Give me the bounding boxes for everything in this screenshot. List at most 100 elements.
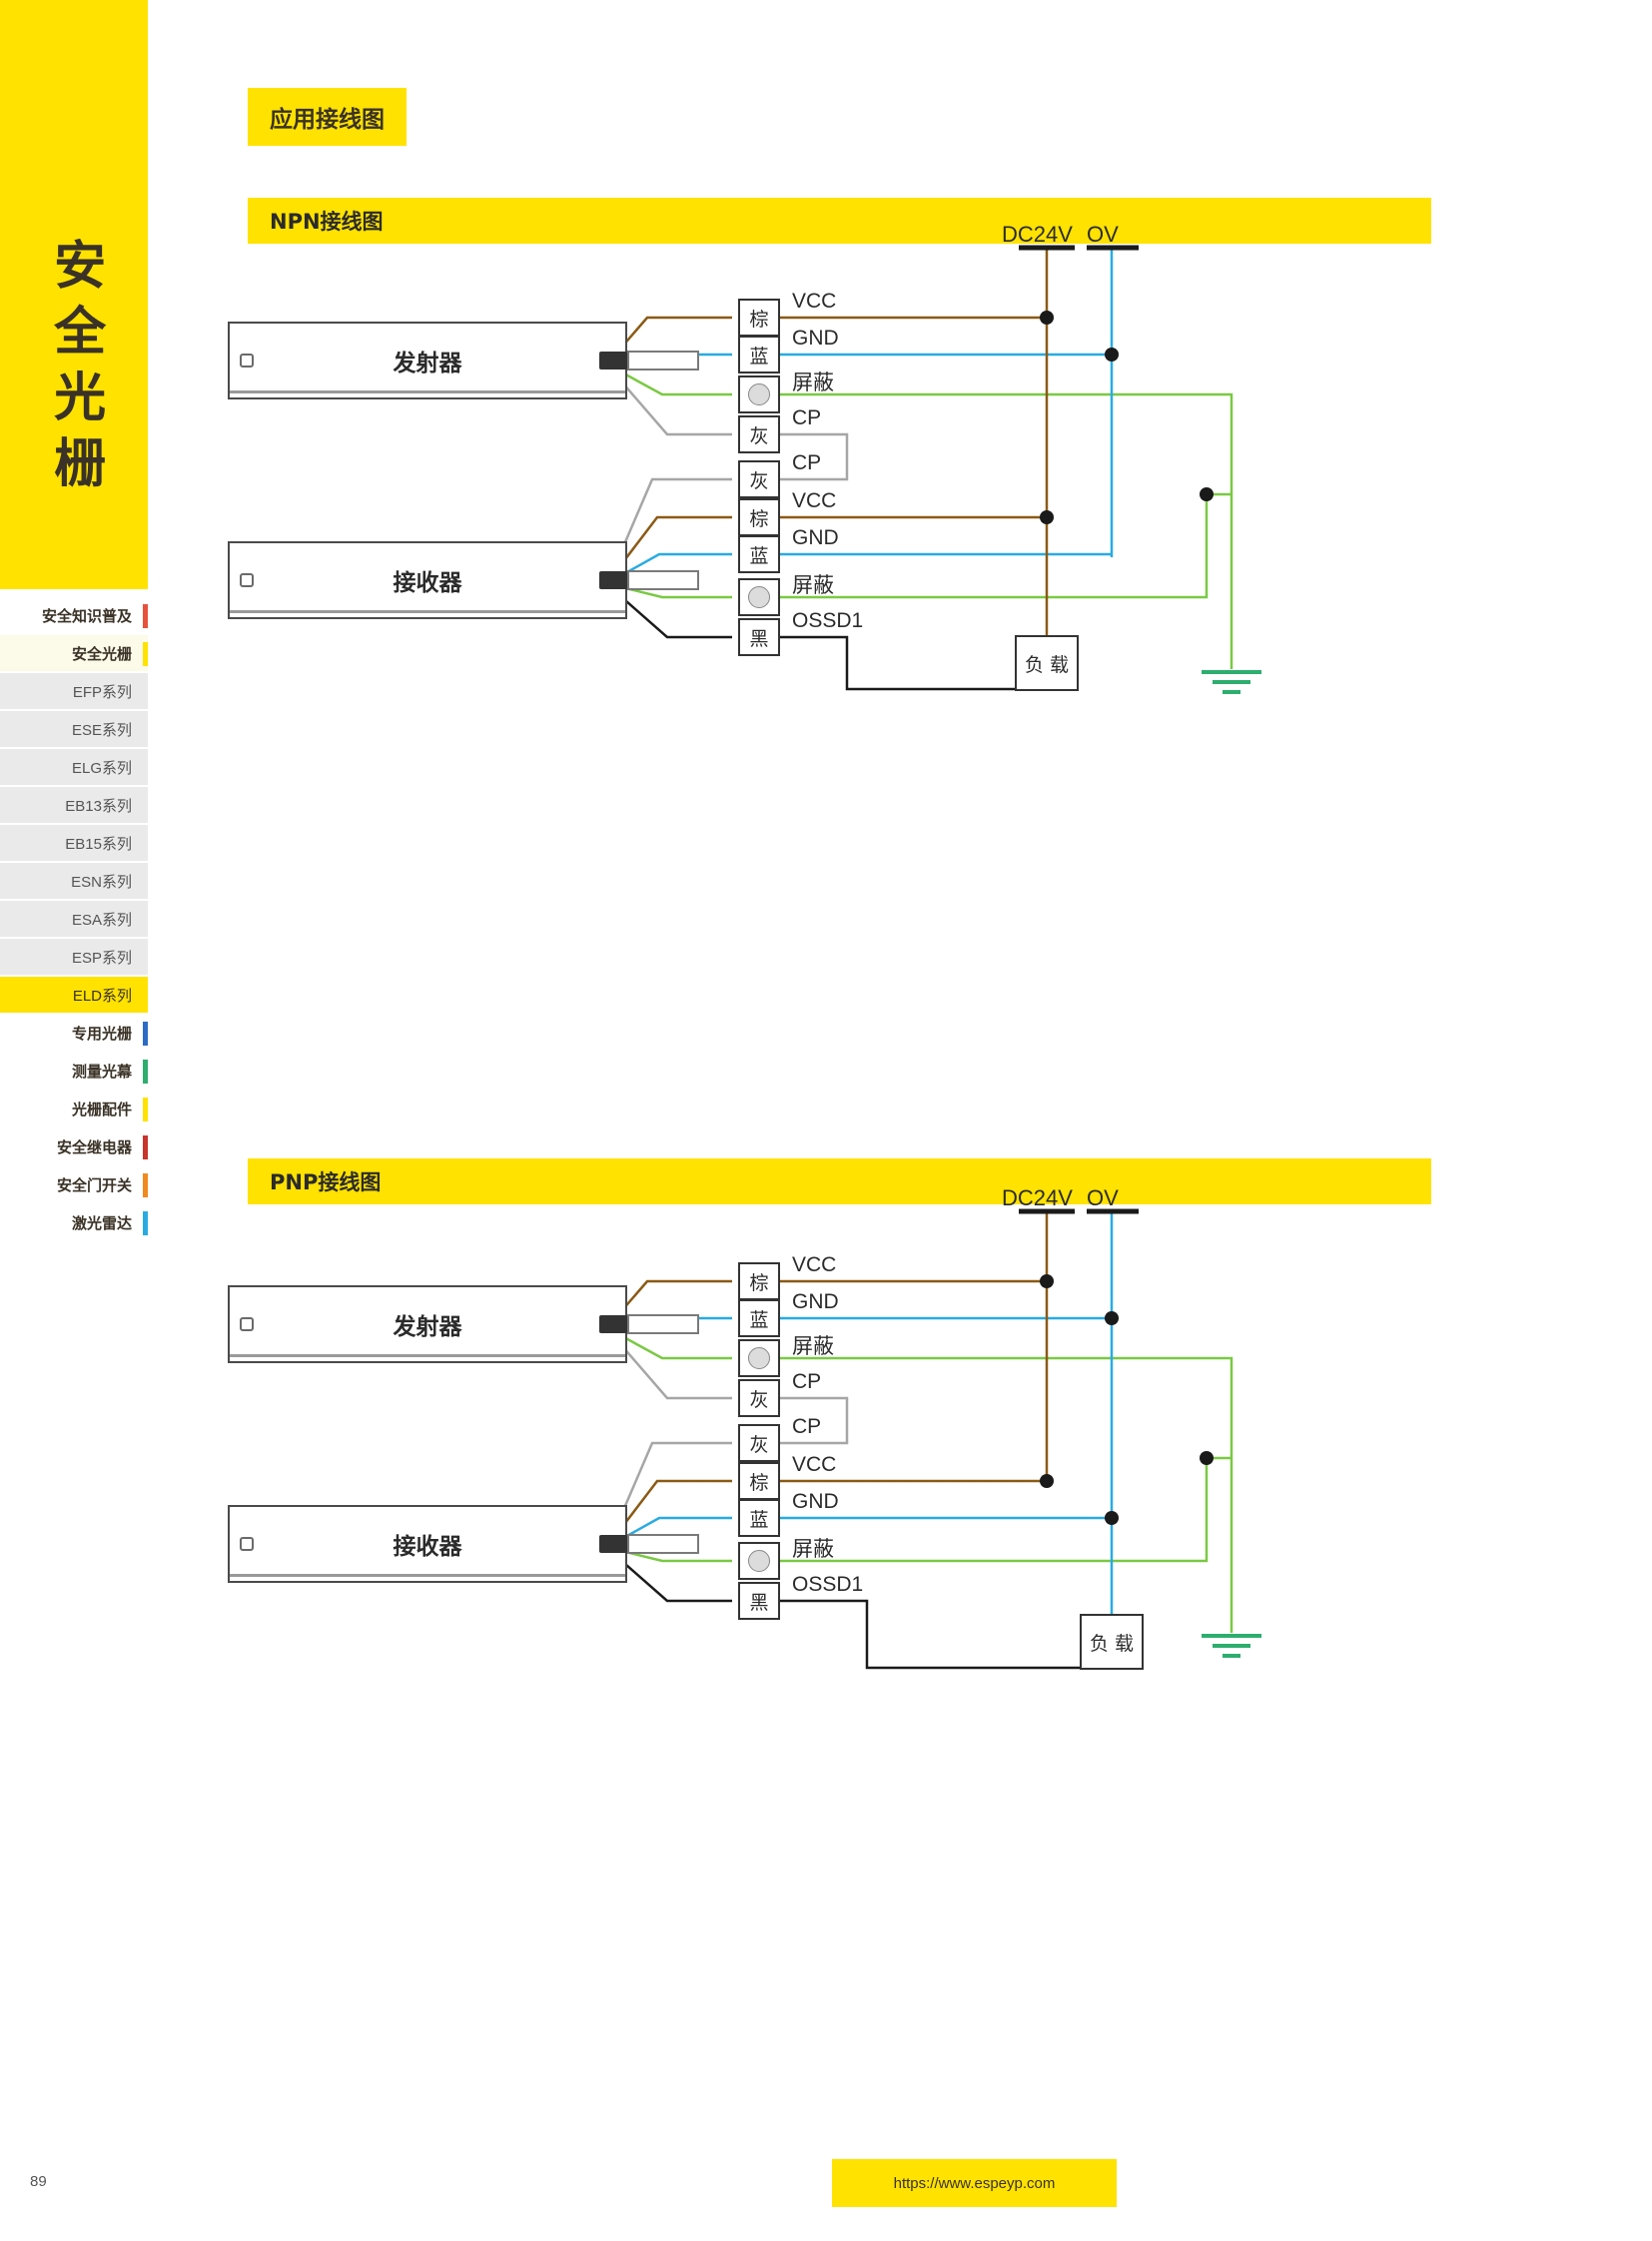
sidebar-item-accent-bar [143, 604, 148, 628]
sidebar-item-5[interactable]: EB13系列 [0, 787, 148, 825]
transmitter-label: 发射器 [393, 1314, 462, 1340]
sidebar-item-label: 安全光栅 [71, 645, 132, 663]
transmitter-cable-stub [627, 351, 699, 371]
device-end-cap-left [240, 354, 254, 368]
sidebar-item-4[interactable]: ELG系列 [0, 749, 148, 787]
sidebar-item-14[interactable]: 安全继电器 [0, 1128, 148, 1166]
sidebar-item-1[interactable]: 安全光栅 [0, 635, 148, 673]
terminal-shield-tx-pnp [738, 1339, 780, 1377]
sidebar-item-7[interactable]: ESN系列 [0, 863, 148, 901]
terminal-label: 棕 [749, 507, 769, 530]
transmitter-cable-head [599, 352, 627, 370]
receiver-cable-stub [627, 1534, 699, 1554]
wiring-diagram-pnp: 发射器 接收器 棕 蓝 灰 VCC GND 屏蔽 CP 灰 棕 蓝 黑 CP V… [148, 1185, 1652, 1912]
sidebar-item-label: 安全门开关 [56, 1176, 132, 1194]
terminal-brown-tx-pnp: 棕 [738, 1262, 780, 1300]
terminal-label: 蓝 [749, 345, 769, 368]
load-label: 负 载 [1024, 653, 1070, 676]
signal-label-gnd-rx-npn: GND [792, 526, 839, 549]
terminal-blue-rx-npn: 蓝 [738, 535, 780, 573]
section-band-pnp-label: PNP接线图 [270, 1170, 382, 1194]
terminal-label: 灰 [749, 1433, 769, 1456]
signal-label-shield-tx-npn: 屏蔽 [792, 372, 834, 394]
transmitter-device-npn: 发射器 [228, 322, 627, 399]
signal-label-cp-tx-npn: CP [792, 406, 822, 429]
terminal-shield-rx-pnp [738, 1542, 780, 1580]
signal-label-vcc-rx-pnp: VCC [792, 1453, 837, 1476]
signal-label-cp-rx-pnp: CP [792, 1415, 822, 1438]
sidebar-item-accent-bar [143, 1173, 148, 1197]
terminal-gray-tx-pnp: 灰 [738, 1379, 780, 1417]
device-stripe [230, 1354, 625, 1357]
terminal-blue-tx-npn: 蓝 [738, 336, 780, 374]
terminal-brown-rx-pnp: 棕 [738, 1462, 780, 1500]
page-title: 应用接线图 [248, 88, 407, 146]
sidebar-item-3[interactable]: ESE系列 [0, 711, 148, 749]
sidebar-item-12[interactable]: 测量光幕 [0, 1053, 148, 1091]
terminal-label: 棕 [749, 308, 769, 331]
sidebar-item-accent-bar [143, 1060, 148, 1084]
terminal-label: 黑 [749, 1591, 769, 1614]
transmitter-cable-stub [627, 1314, 699, 1334]
device-end-cap-left [240, 573, 254, 587]
sidebar-item-label: ELG系列 [71, 759, 132, 777]
terminal-shield-rx-npn [738, 578, 780, 616]
signal-label-vcc-tx-npn: VCC [792, 290, 837, 313]
signal-label-ossd1-rx-npn: OSSD1 [792, 609, 864, 632]
signal-label-shield-tx-pnp: 屏蔽 [792, 1335, 834, 1358]
signal-label-cp-tx-pnp: CP [792, 1370, 822, 1393]
load-box-npn: 负 载 [1015, 635, 1079, 691]
sidebar-item-label: ESN系列 [71, 873, 132, 891]
device-end-cap-left [240, 1537, 254, 1551]
sidebar-item-10[interactable]: ELD系列 [0, 977, 148, 1015]
transmitter-label: 发射器 [393, 351, 462, 376]
sidebar-item-label: 激光雷达 [71, 1214, 132, 1232]
terminal-label: 蓝 [749, 1308, 769, 1331]
sidebar-item-label: EFP系列 [72, 683, 132, 701]
rail-label-ov-npn: OV [1087, 222, 1119, 247]
sidebar-item-11[interactable]: 专用光栅 [0, 1015, 148, 1053]
receiver-label: 接收器 [393, 570, 462, 596]
sidebar-item-accent-bar [143, 642, 148, 666]
sidebar-item-label: 测量光幕 [71, 1063, 132, 1081]
sidebar-item-2[interactable]: EFP系列 [0, 673, 148, 711]
section-band-pnp: PNP接线图 [248, 1158, 1431, 1204]
signal-label-gnd-rx-pnp: GND [792, 1490, 839, 1513]
terminal-label: 棕 [749, 1271, 769, 1294]
sidebar-item-0[interactable]: 安全知识普及 [0, 597, 148, 635]
sidebar-item-label: 光栅配件 [71, 1101, 132, 1119]
page-number: 89 [30, 2173, 47, 2190]
terminal-blue-rx-pnp: 蓝 [738, 1499, 780, 1537]
sidebar-tab-label: 安全光栅 [44, 238, 105, 501]
shield-circle-icon [748, 383, 770, 405]
sidebar-item-9[interactable]: ESP系列 [0, 939, 148, 977]
device-stripe [230, 610, 625, 613]
sidebar-item-label: EB13系列 [65, 797, 132, 815]
sidebar-item-16[interactable]: 激光雷达 [0, 1204, 148, 1242]
terminal-shield-tx-npn [738, 375, 780, 413]
pnp-wire-paths [607, 1208, 1261, 1670]
terminal-label: 蓝 [749, 1508, 769, 1531]
signal-label-vcc-tx-pnp: VCC [792, 1253, 837, 1276]
sidebar-item-label: 安全知识普及 [41, 607, 132, 625]
sidebar-nav: 安全知识普及安全光栅 EFP系列 ESE系列 ELG系列 EB13系列 EB15系列 ESN… [0, 597, 148, 1242]
receiver-cable-head [599, 1535, 627, 1553]
sidebar-item-15[interactable]: 安全门开关 [0, 1166, 148, 1204]
sidebar-item-label: ESE系列 [71, 721, 132, 739]
sidebar-item-8[interactable]: ESA系列 [0, 901, 148, 939]
sidebar-item-label: ESA系列 [71, 911, 132, 929]
device-stripe [230, 390, 625, 393]
transmitter-cable-head [599, 1315, 627, 1333]
sidebar-item-accent-bar [143, 1098, 148, 1121]
sidebar-item-13[interactable]: 光栅配件 [0, 1091, 148, 1128]
sidebar-item-6[interactable]: EB15系列 [0, 825, 148, 863]
receiver-cable-stub [627, 570, 699, 590]
footer-url-text: https://www.espeyp.com [893, 2174, 1056, 2192]
sidebar-item-accent-bar [143, 1211, 148, 1235]
sidebar-item-label: 安全继电器 [56, 1138, 132, 1156]
footer-url-badge[interactable]: https://www.espeyp.com [832, 2159, 1117, 2207]
sidebar-item-label: ESP系列 [71, 949, 132, 967]
sidebar-item-label: 专用光栅 [71, 1025, 132, 1043]
section-band-npn: NPN接线图 [248, 198, 1431, 244]
